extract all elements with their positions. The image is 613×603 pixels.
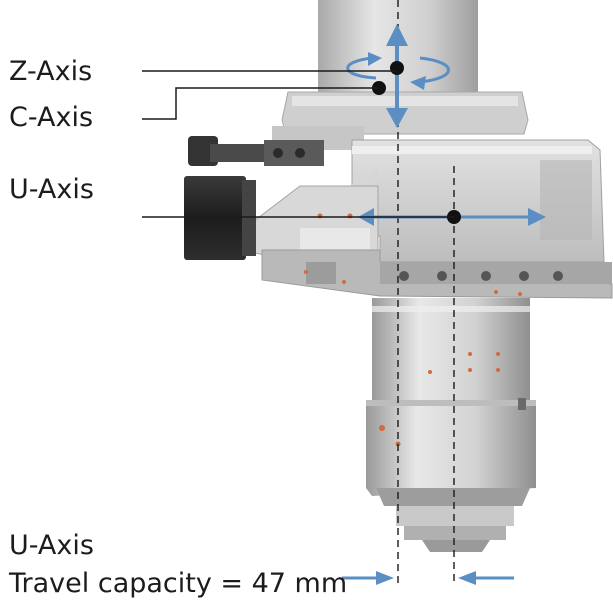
u-axis-label: U-Axis: [9, 174, 94, 205]
u-axis-travel-title: U-Axis: [9, 530, 94, 561]
servo-motor: [184, 136, 324, 260]
z-axis-arrow: [386, 24, 408, 128]
z-axis-label: Z-Axis: [9, 56, 93, 87]
spindle-nose: [376, 488, 530, 506]
travel-arrows: [342, 571, 514, 585]
travel-capacity-label: Travel capacity = 47 mm: [9, 568, 348, 599]
bolt-row: [399, 271, 563, 281]
c-axis-label: C-Axis: [9, 102, 94, 133]
z-axis-dot: [390, 61, 404, 75]
machine-body: [184, 0, 613, 552]
spindle-housing: [372, 298, 530, 400]
c-axis-rotation-arrow: [346, 52, 450, 90]
c-axis-leader: [142, 87, 379, 120]
